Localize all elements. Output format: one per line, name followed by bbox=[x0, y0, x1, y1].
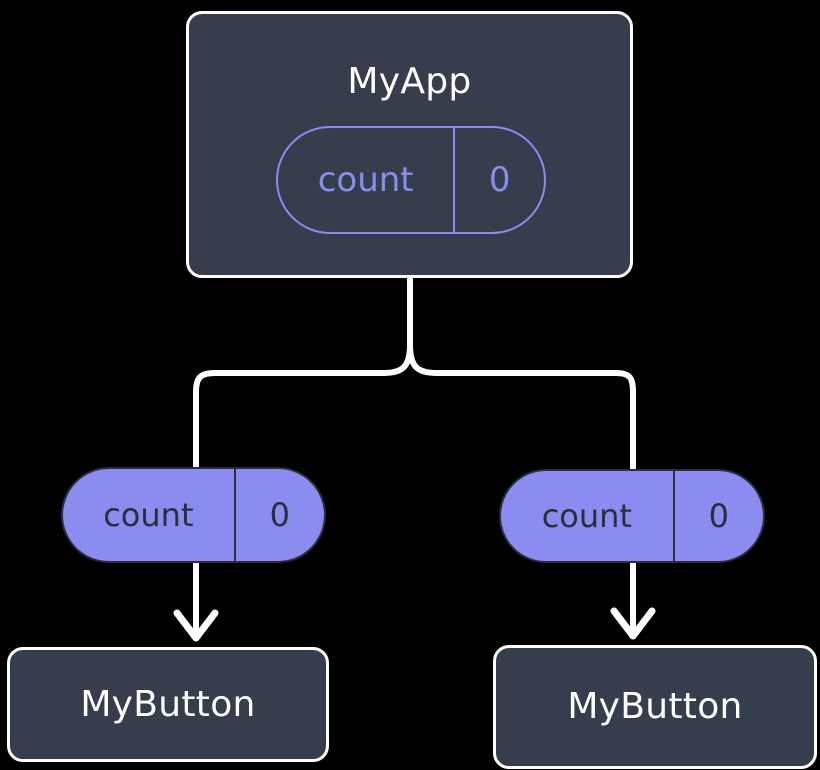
state-pill-right[interactable]: count 0 bbox=[499, 469, 765, 563]
component-title: MyButton bbox=[567, 686, 743, 727]
component-node-mybutton-right[interactable]: MyButton bbox=[493, 645, 817, 769]
state-pill-value: 0 bbox=[453, 128, 544, 232]
component-title: MyApp bbox=[347, 61, 472, 102]
edge-fork-left bbox=[193, 342, 413, 473]
state-pill-myapp[interactable]: count 0 bbox=[276, 126, 546, 234]
state-pill-value: 0 bbox=[672, 471, 763, 561]
component-node-mybutton-left[interactable]: MyButton bbox=[7, 647, 329, 762]
arrow-head-right-icon bbox=[610, 607, 656, 640]
state-pill-label: count bbox=[541, 497, 632, 535]
state-pill-left[interactable]: count 0 bbox=[61, 467, 326, 563]
component-title: MyButton bbox=[80, 683, 256, 725]
edge-fork-right bbox=[407, 342, 636, 473]
state-pill-label: count bbox=[317, 160, 414, 200]
arrow-head-left-icon bbox=[173, 609, 219, 642]
state-pill-value: 0 bbox=[233, 469, 324, 561]
state-pill-label: count bbox=[103, 496, 194, 534]
